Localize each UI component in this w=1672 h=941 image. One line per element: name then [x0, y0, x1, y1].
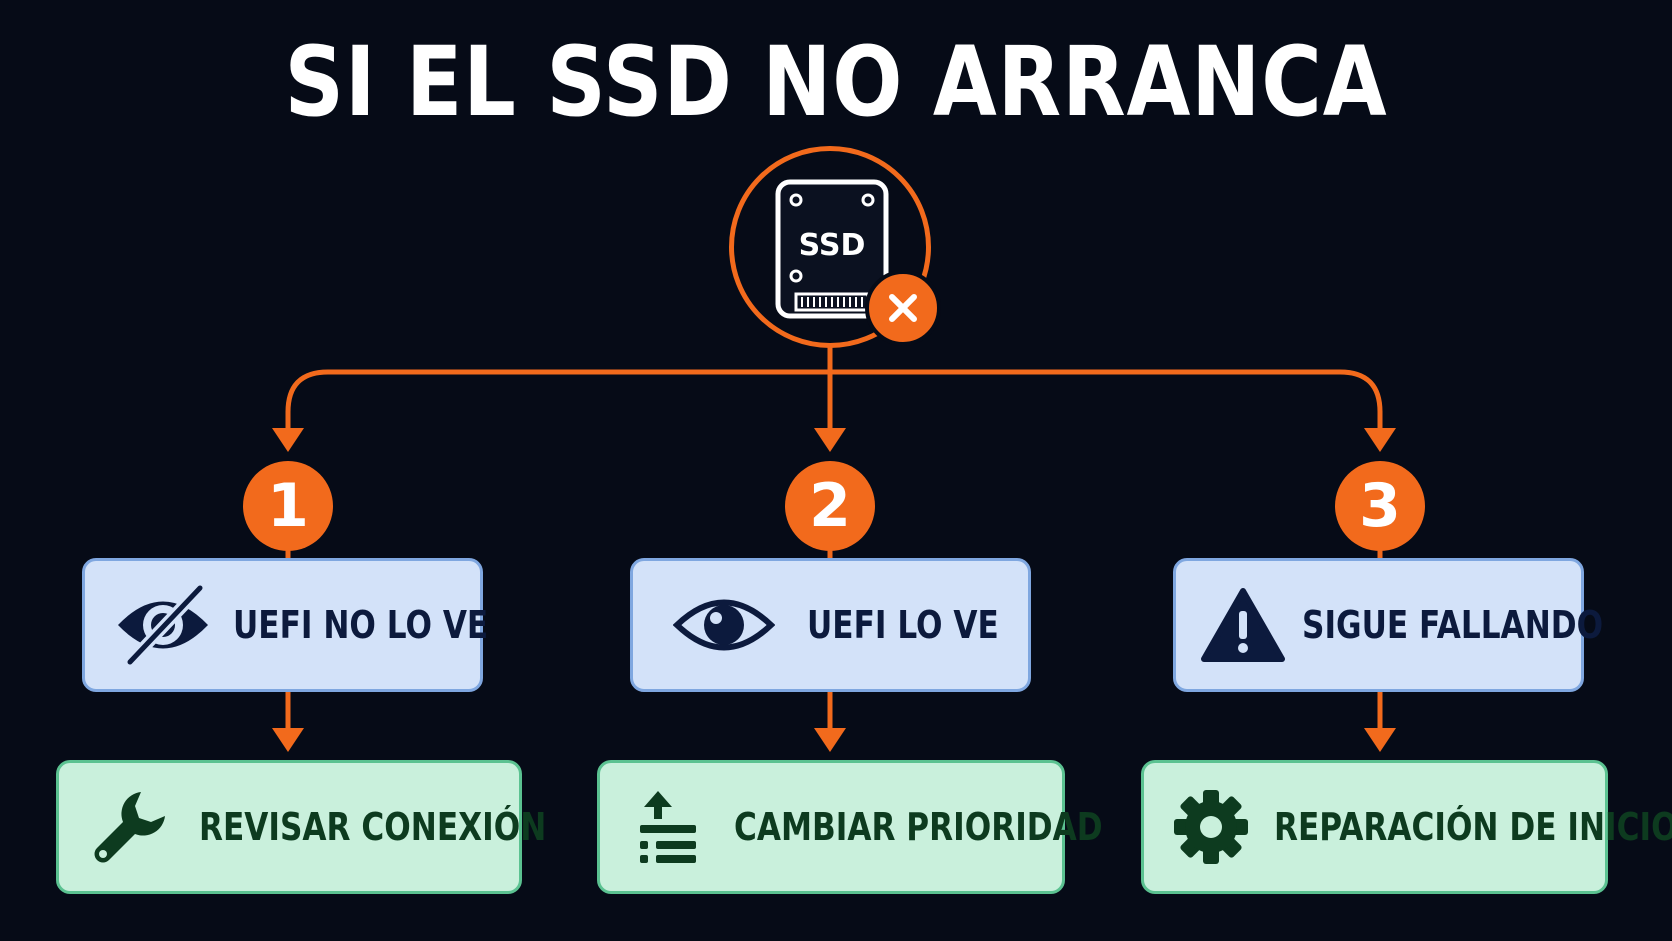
state-box-sigue-fallando: SIGUE FALLANDO	[1173, 558, 1603, 692]
arrowhead-6	[1364, 728, 1396, 752]
diagram-title: SI EL SSD NO ARRANCA	[284, 26, 1388, 138]
step-badge-1: 1	[243, 461, 333, 551]
action-box-reparacion-de-inicio: REPARACIÓN DE INICIO	[1141, 760, 1672, 894]
step-badge-2: 2	[785, 461, 875, 551]
action-label: REPARACIÓN DE INICIO	[1274, 805, 1672, 849]
state-label: SIGUE FALLANDO	[1302, 603, 1604, 647]
state-label: UEFI NO LO VE	[233, 603, 489, 647]
wrench-icon	[89, 786, 171, 868]
ssd-ring	[729, 146, 931, 348]
step-badge-3: 3	[1335, 461, 1425, 551]
state-box-uefi-no-lo-ve: UEFI NO LO VE	[82, 558, 488, 692]
action-box-revisar-conexion: REVISAR CONEXIÓN	[56, 760, 546, 894]
action-label: REVISAR CONEXIÓN	[199, 805, 547, 849]
trunk-line	[285, 369, 1383, 415]
arrowhead-3	[1364, 428, 1396, 452]
arrowhead-4	[272, 728, 304, 752]
state-box-uefi-lo-ve: UEFI LO VE	[630, 558, 1031, 692]
action-label: CAMBIAR PRIORIDAD	[734, 805, 1103, 849]
gear-icon	[1170, 788, 1252, 866]
warning-icon	[1200, 587, 1286, 663]
priority-list-icon	[638, 789, 700, 865]
eye-icon	[673, 592, 775, 658]
arrowhead-2	[814, 428, 846, 452]
state-label: UEFI LO VE	[807, 603, 999, 647]
arrowhead-1	[272, 428, 304, 452]
arrowhead-5	[814, 728, 846, 752]
action-box-cambiar-prioridad: CAMBIAR PRIORIDAD	[597, 760, 1103, 894]
error-x-icon	[865, 270, 941, 346]
eye-slash-icon	[113, 584, 213, 666]
ssd-label: SSD	[798, 228, 866, 263]
